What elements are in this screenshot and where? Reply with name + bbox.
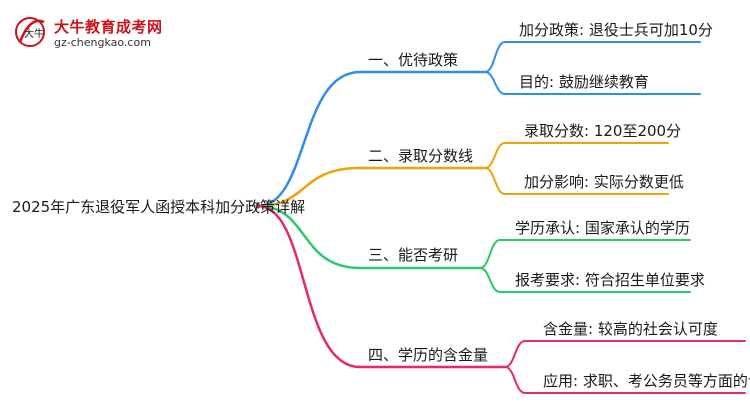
leaf-1-2: 目的: 鼓励继续教育 [519,73,649,91]
leaf-4-1: 含金量: 较高的社会认可度 [543,320,718,338]
leaf-connector-3-2 [479,267,501,293]
leaf-connector-4-2 [504,366,526,394]
leaf-4-2: 应用: 求职、考公务员等方面的认可 [543,372,750,390]
branch-label-2: 二、录取分数线 [368,147,474,165]
branch-label-3: 三、能否考研 [368,246,459,264]
leaf-3-2: 报考要求: 符合招生单位要求 [515,271,705,289]
branch-connector-2 [256,166,362,208]
logo-url: gz-chengkao.com [54,36,151,49]
root-topic: 2025年广东退役军人函授本科加分政策详解 [12,198,306,216]
branch-connector-3 [256,204,362,270]
branch-label-1: 一、优待政策 [368,51,459,69]
leaf-2-1: 录取分数: 120至200分 [524,122,682,140]
branch-connector-4 [256,204,362,369]
site-logo: 大牛 大牛教育成考网 gz-chengkao.com [14,12,184,56]
svg-text:大牛: 大牛 [24,27,44,40]
leaf-connector-1-1 [484,41,506,73]
leaf-2-2: 加分影响: 实际分数更低 [524,173,684,191]
logo-mark-icon: 大牛 [15,17,45,47]
leaf-connector-1-2 [484,71,506,95]
leaf-connector-2-1 [484,142,506,169]
leaf-connector-4-1 [504,340,526,368]
branch-connector-1 [256,70,362,208]
leaf-connector-3-1 [479,239,501,269]
leaf-1-1: 加分政策: 退役士兵可加10分 [519,21,713,39]
logo-brand-name: 大牛教育成考网 [54,18,163,36]
leaf-connector-2-2 [484,167,506,195]
leaf-3-1: 学历承认: 国家承认的学历 [515,219,690,237]
branch-label-4: 四、学历的含金量 [368,346,489,364]
